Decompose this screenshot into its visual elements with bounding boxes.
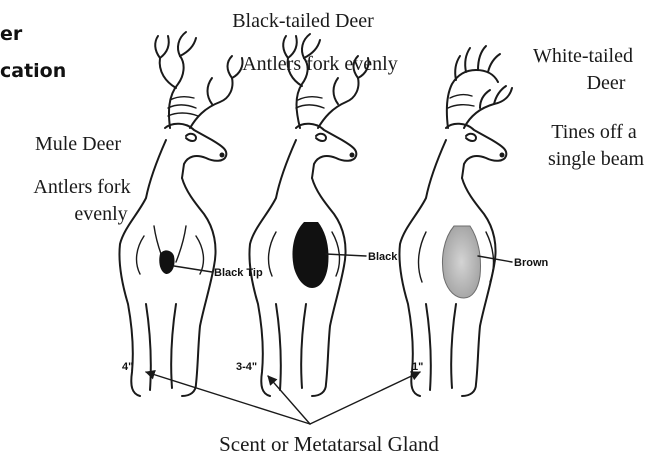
white-tailed-deer-body (399, 140, 446, 396)
white-tailed-deer-antler-note-line-2: single beam (548, 148, 645, 170)
scent-gland-label: Scent or Metatarsal Gland (219, 432, 439, 456)
mule-deer-name: Mule Deer (35, 133, 121, 155)
mule-deer-antler-note-line-1: Antlers fork (33, 176, 130, 198)
white-tailed-deer-gland-label: Brown (514, 257, 549, 269)
white-tailed-deer-antlers (447, 46, 512, 128)
gland-pointer-arrows (146, 372, 420, 424)
heading-line-1: er (0, 23, 23, 45)
mule-deer-head (165, 124, 226, 178)
heading-line-2: cation (0, 60, 66, 82)
white-tailed-deer-tail-brown (442, 226, 480, 298)
black-tailed-deer-head (296, 124, 356, 178)
mule-deer-tail-black-tip (159, 250, 174, 274)
mule-deer-figure (119, 32, 242, 396)
mule-deer-antlers (155, 32, 242, 128)
white-tailed-deer-name-line-1: White-tailed (533, 45, 633, 67)
black-tailed-deer-antlers (283, 34, 368, 128)
white-tailed-deer-measurement: 1" (412, 361, 423, 373)
mule-deer-gland-label: Black Tip (214, 267, 263, 279)
black-tailed-deer-tail-black (292, 222, 328, 288)
black-tailed-deer-callout-line (326, 254, 366, 256)
white-tailed-deer-antler-note-line-1: Tines off a (551, 121, 637, 143)
black-tailed-deer-gland-label: Black (368, 251, 398, 263)
black-tailed-deer-measurement: 3-4" (236, 361, 257, 373)
mule-deer-measurement: 4" (122, 361, 133, 373)
black-tailed-deer-figure (249, 34, 368, 396)
white-tailed-deer-figure (399, 46, 512, 396)
black-tailed-deer-name: Black-tailed Deer (232, 10, 374, 32)
mule-deer-callout-line (174, 266, 212, 272)
white-tailed-deer-head (446, 124, 506, 178)
mule-deer-antler-note-line-2: evenly (74, 203, 127, 225)
white-tailed-deer-name-line-2: Deer (587, 72, 626, 94)
black-tailed-deer-antler-note: Antlers fork evenly (242, 53, 398, 75)
